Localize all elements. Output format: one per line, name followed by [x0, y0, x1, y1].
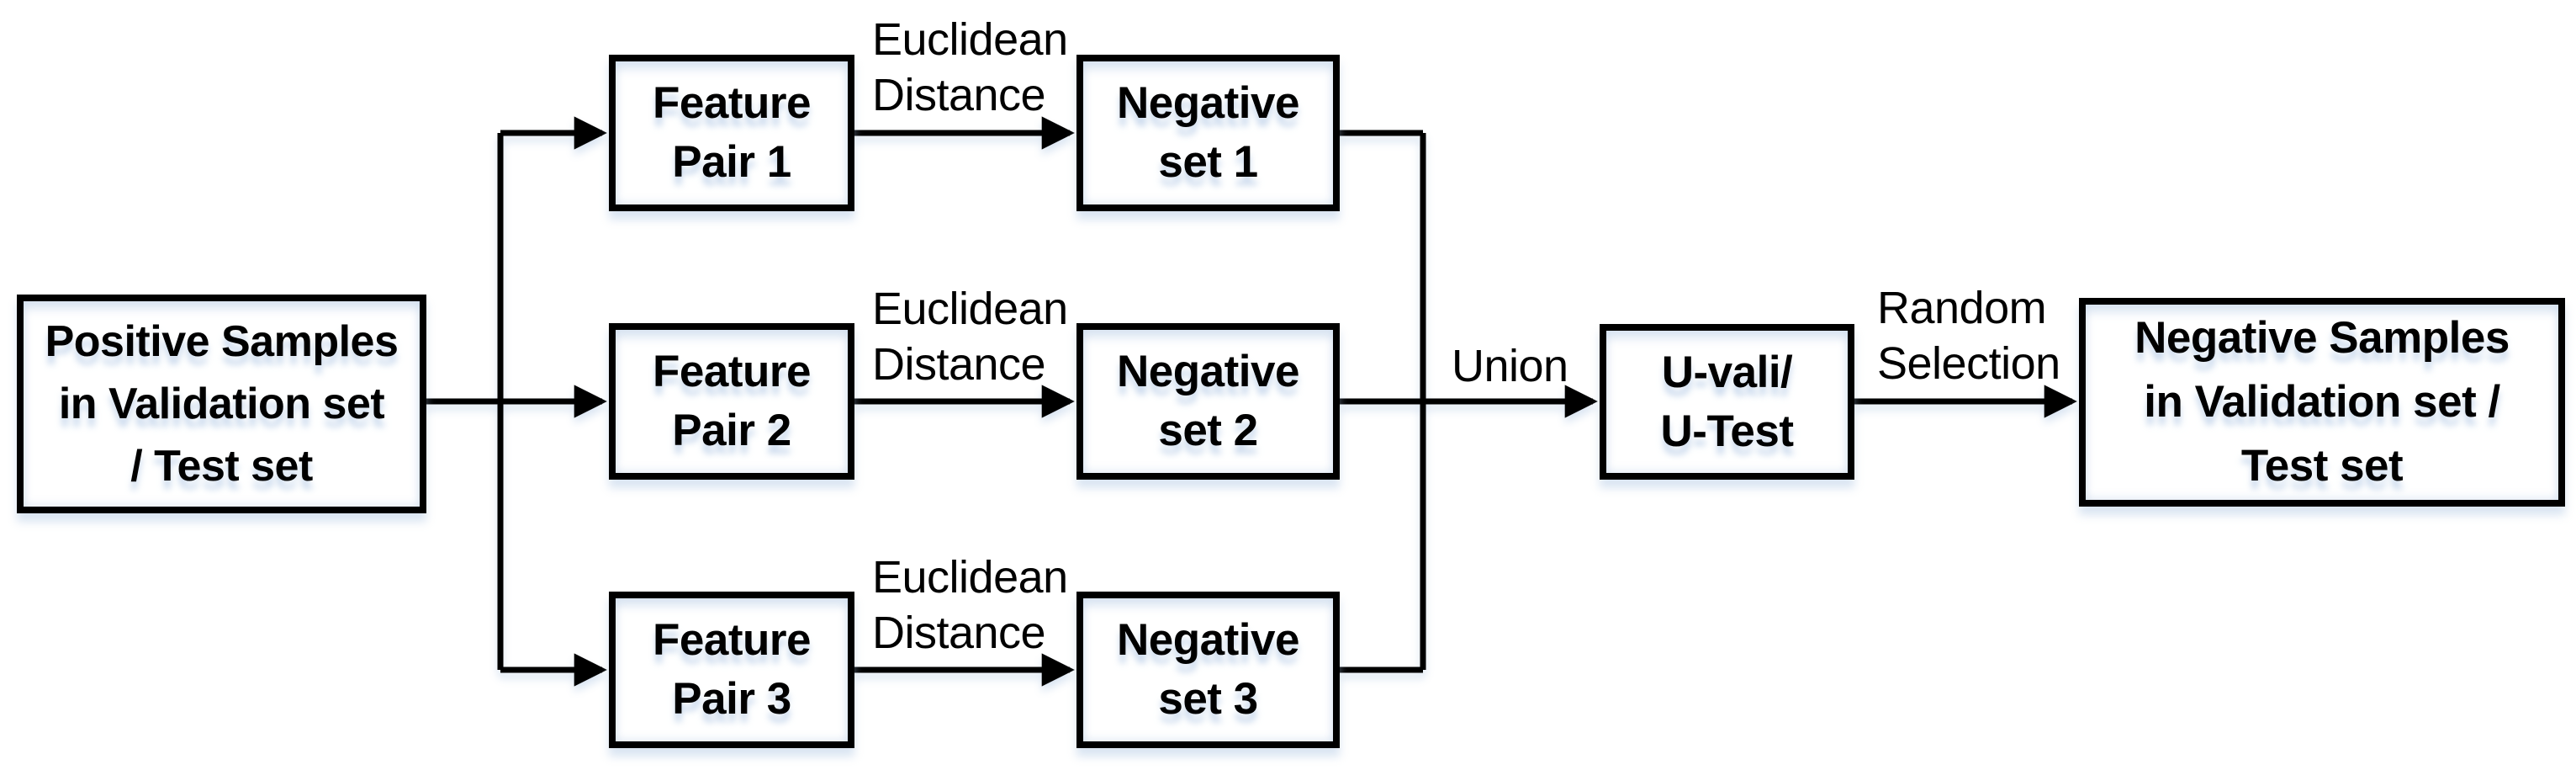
node-text-line: in Validation set [58, 380, 385, 428]
edge-label-line: Selection [1877, 338, 2060, 389]
edge-label-line: Distance [872, 339, 1046, 390]
node-feature-pair-2: Feature Pair 2 [609, 323, 854, 480]
edge-label-line: Union [1452, 341, 1568, 391]
edge-label-line: Euclidean [872, 14, 1068, 65]
node-text-line: U-vali/ [1661, 347, 1793, 397]
node-text-line: Feature [653, 615, 811, 665]
edge-label-random-selection: Random Selection [1877, 280, 2060, 391]
edge-label-euclidean-distance-3: Euclidean Distance [872, 550, 1068, 661]
node-text-line: set 3 [1158, 674, 1258, 724]
node-text-line: Negative Samples [2134, 313, 2510, 363]
node-text-line: Feature [653, 78, 811, 128]
node-text-line: set 1 [1158, 137, 1258, 187]
node-text-line: Negative [1117, 615, 1299, 665]
node-text-line: / Test set [130, 442, 313, 491]
node-text-line: Pair 1 [672, 137, 791, 187]
node-text-line: Feature [653, 347, 811, 396]
node-text-line: Negative [1117, 78, 1299, 128]
node-feature-pair-3: Feature Pair 3 [609, 592, 854, 748]
node-negative-set-1: Negative set 1 [1076, 55, 1340, 211]
node-positive-samples: Positive Samples in Validation set / Tes… [17, 295, 426, 513]
node-text-line: Negative [1117, 347, 1299, 396]
node-text-line: set 2 [1158, 406, 1258, 455]
edge-label-line: Random [1877, 283, 2047, 333]
node-negative-samples: Negative Samples in Validation set / Tes… [2079, 298, 2565, 507]
node-text-line: Positive Samples [45, 317, 399, 366]
edge-label-euclidean-distance-2: Euclidean Distance [872, 281, 1068, 392]
edge-label-line: Distance [872, 70, 1046, 120]
node-feature-pair-1: Feature Pair 1 [609, 55, 854, 211]
node-text-line: Test set [2240, 441, 2404, 491]
node-text-line: in Validation set / [2144, 377, 2500, 427]
edge-label-line: Euclidean [872, 284, 1068, 334]
node-text-line: Pair 2 [672, 406, 791, 455]
edge-label-union: Union [1452, 338, 1568, 394]
edge-label-line: Euclidean [872, 552, 1068, 603]
node-text-line: Pair 3 [672, 674, 791, 724]
node-text-line: U-Test [1660, 406, 1794, 456]
node-u-vali-u-test: U-vali/ U-Test [1600, 324, 1854, 480]
node-negative-set-2: Negative set 2 [1076, 323, 1340, 480]
edge-label-euclidean-distance-1: Euclidean Distance [872, 12, 1068, 123]
edge-label-line: Distance [872, 608, 1046, 658]
node-negative-set-3: Negative set 3 [1076, 592, 1340, 748]
